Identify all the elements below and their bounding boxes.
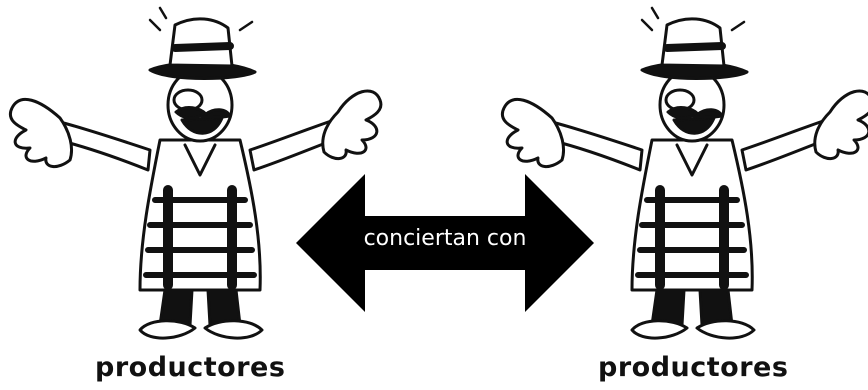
left-producer-label: productores (95, 352, 286, 383)
connector-label: conciertan con (363, 226, 527, 251)
bidirectional-arrow (296, 174, 594, 312)
gaucho-cartoon-icon (9, 6, 383, 340)
left-producer-figure (0, 0, 390, 345)
right-producer-figure (492, 0, 868, 345)
double-arrow-icon (296, 174, 594, 312)
gaucho-cartoon-icon (501, 6, 868, 340)
right-producer-label: productores (598, 352, 789, 383)
